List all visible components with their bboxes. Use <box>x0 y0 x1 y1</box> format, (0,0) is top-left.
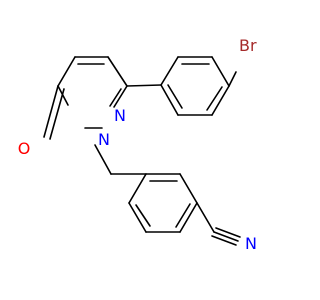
bond-lines <box>43 56 241 246</box>
bond <box>113 85 128 108</box>
nitrile-nitrogen-label: N <box>245 234 257 253</box>
bond <box>175 203 191 228</box>
bond <box>128 173 147 204</box>
bond <box>215 227 241 238</box>
bond <box>179 202 198 233</box>
bond <box>49 88 65 140</box>
bond <box>160 84 179 116</box>
bond <box>228 71 237 87</box>
pyridazine-n2-label: N <box>114 106 126 125</box>
bond <box>167 84 183 109</box>
bond <box>211 56 230 87</box>
bond <box>43 85 59 138</box>
pyridazine-n1-label: N <box>98 130 110 149</box>
bond <box>135 204 151 227</box>
bond <box>94 144 112 175</box>
bond <box>160 56 179 86</box>
bond <box>211 235 237 246</box>
bromine-atom-label: Br <box>239 36 257 55</box>
bond <box>57 56 76 87</box>
carbonyl-oxygen-label: O <box>18 139 31 158</box>
bond <box>179 173 198 204</box>
bond <box>128 202 147 233</box>
molecule-structure: Br N N O N <box>18 36 257 253</box>
bond <box>109 88 122 107</box>
bond <box>211 85 230 116</box>
bond <box>196 202 215 233</box>
bond <box>107 56 128 87</box>
bond <box>213 231 239 242</box>
bond <box>126 84 162 87</box>
bond <box>206 86 223 111</box>
